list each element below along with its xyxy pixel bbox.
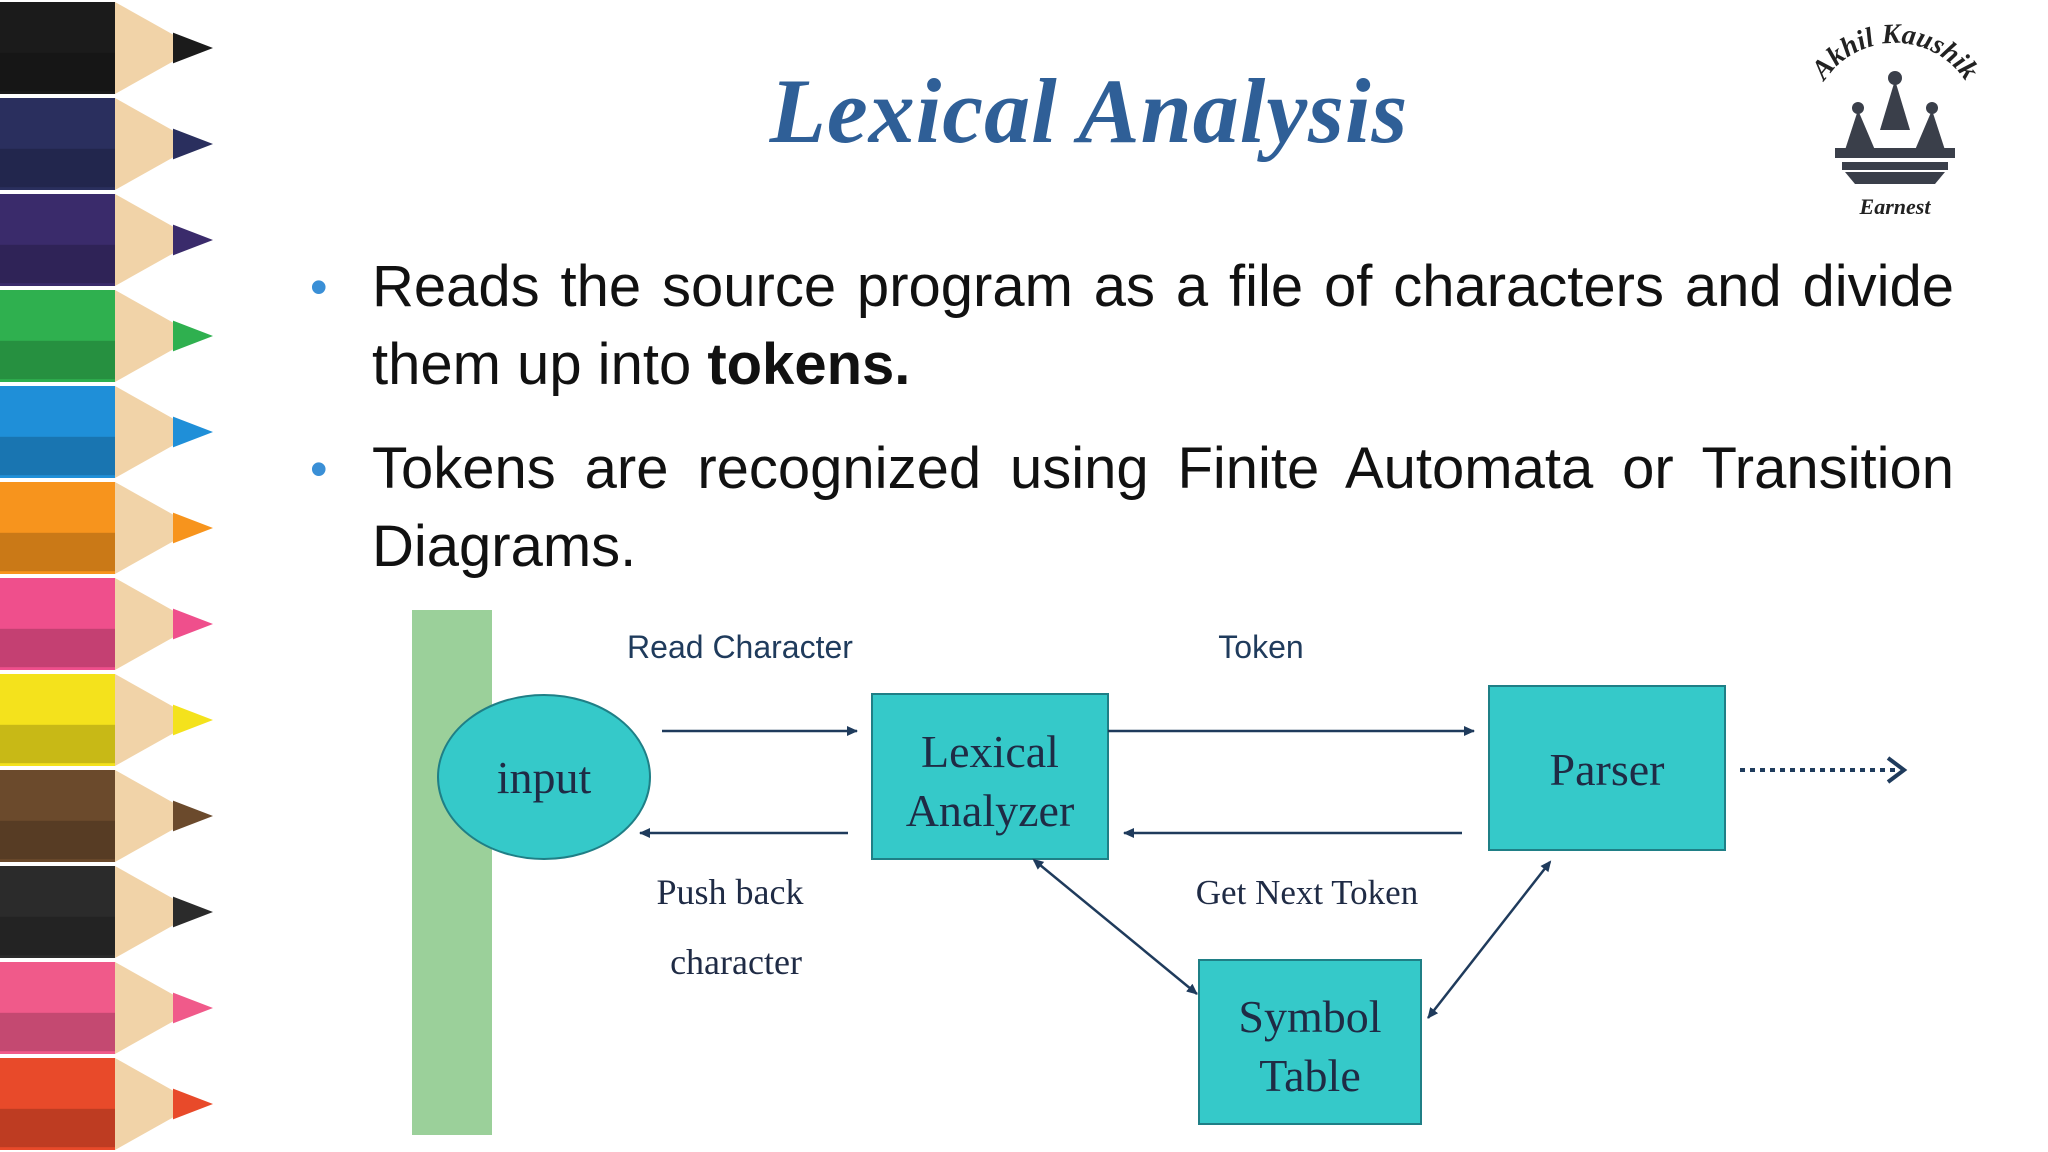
pencil [0,194,213,286]
lexical-analyzer-label-2: Analyzer [906,785,1075,836]
input-bar [412,610,492,1135]
pencil [0,2,213,94]
token-label: Token [1218,629,1303,665]
pencil [0,1058,213,1150]
input-node: input [437,694,651,860]
read-character-label: Read Character [627,629,853,665]
crown-icon [1835,71,1955,184]
parser-node: Parser [1488,685,1726,851]
bullet-1-bold: tokens. [707,332,911,397]
pencil [0,578,213,670]
push-back-label-1: Push back [657,872,804,912]
bullet-1-text: Reads the source program as a file of ch… [372,254,1954,397]
bullet-dot-icon: • [310,441,328,497]
pencil [0,674,213,766]
pencil [0,290,213,382]
pencils-decoration [0,2,213,1150]
get-next-token-label: Get Next Token [1196,873,1418,912]
symbol-table-label-1: Symbol [1238,991,1381,1042]
pencil [0,866,213,958]
push-back-label-2: character [670,942,802,982]
bullet-item-2: • Tokens are recognized using Finite Aut… [310,430,1954,586]
logo-tagline: Earnest [1859,194,1932,219]
pencil [0,770,213,862]
parser-symbol-table-arrow [1427,860,1552,1019]
akhil-kaushik-logo: Akhil Kaushik Earnest [1804,22,1985,219]
bullet-item-1: • Reads the source program as a file of … [310,248,1954,404]
bullet-2-text: Tokens are recognized using Finite Autom… [372,436,1954,579]
parser-label: Parser [1550,744,1665,795]
slide-title: Lexical Analysis [769,60,1409,162]
symbol-table-label-2: Table [1259,1050,1361,1101]
input-label: input [497,752,592,803]
lexer-symbol-table-arrow [1032,858,1198,995]
bullet-dot-icon: • [310,259,328,315]
lexical-analyzer-label-1: Lexical [921,726,1059,777]
pencil [0,482,213,574]
symbol-table-node: Symbol Table [1198,959,1422,1125]
pencil [0,962,213,1054]
lexical-analyzer-node: Lexical Analyzer [871,693,1109,860]
pencil [0,98,213,190]
pencil [0,386,213,478]
parser-output-arrowhead-icon [1886,756,1908,784]
